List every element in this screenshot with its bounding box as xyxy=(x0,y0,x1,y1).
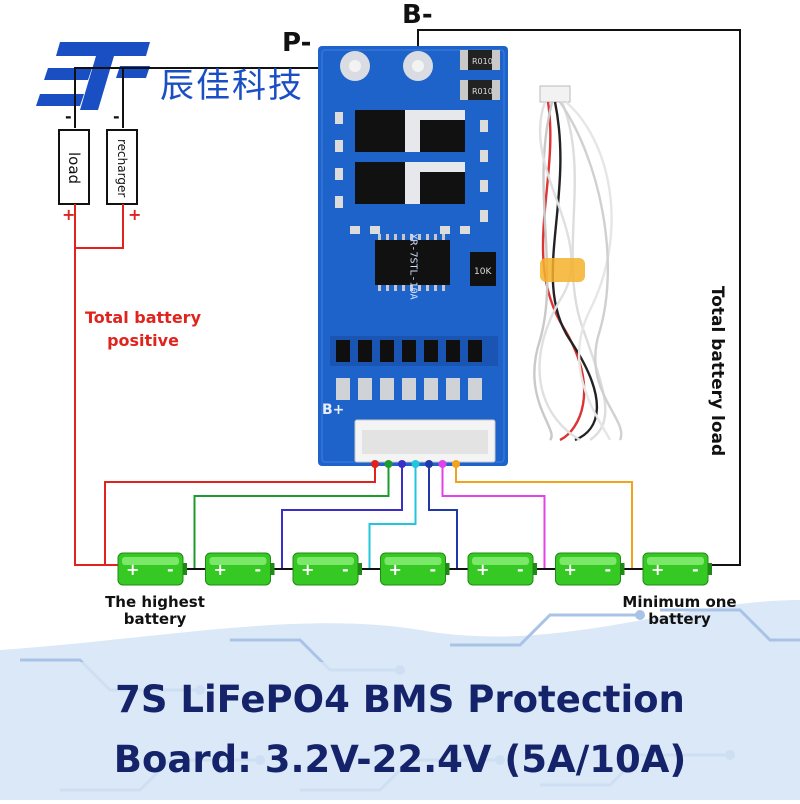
circuit-background xyxy=(0,600,800,800)
battery-highlight-3 xyxy=(297,557,354,565)
battery-highlight-6 xyxy=(559,557,617,565)
board-model-label: XR-7STL-10A xyxy=(407,233,419,300)
bms-pcb-board: R010 R010 xyxy=(318,46,508,466)
battery-terminal-5 xyxy=(533,563,537,575)
battery-plus-2: + xyxy=(214,560,227,579)
sense-pin-4 xyxy=(411,460,420,468)
sense-pin-1 xyxy=(371,460,379,468)
battery-minus-7: - xyxy=(692,560,699,579)
battery-minus-3: - xyxy=(342,560,349,579)
sense-wire-4 xyxy=(368,464,417,569)
battery-highlight-7 xyxy=(647,557,704,565)
battery-plus-3: + xyxy=(301,560,314,579)
battery-plus-5: + xyxy=(476,560,489,579)
b-minus-label: B- xyxy=(402,0,433,30)
minimum-battery-label: Minimum one battery xyxy=(622,593,737,628)
battery-terminal-7 xyxy=(708,563,712,575)
sense-wire-3 xyxy=(281,464,403,569)
battery-terminal-3 xyxy=(358,563,362,575)
battery-minus-1: - xyxy=(167,560,174,579)
company-name: 辰佳科技 xyxy=(160,66,304,106)
battery-plus-4: + xyxy=(389,560,402,579)
battery-terminal-4 xyxy=(445,563,450,575)
battery-minus-2: - xyxy=(255,560,262,579)
sense-pin-2 xyxy=(384,460,393,468)
recharger-box xyxy=(106,129,138,205)
load-minus-sign: - xyxy=(65,107,72,126)
b-plus-label: B+ xyxy=(322,402,344,418)
balance-components xyxy=(330,336,498,400)
battery-layer: + - + - + - + - + - + - + - xyxy=(117,460,712,586)
battery-highlight-2 xyxy=(209,557,267,565)
sense-pin-7 xyxy=(452,460,460,468)
battery-plus-1: + xyxy=(126,560,139,579)
recharger-label: recharger xyxy=(115,138,129,198)
recharger-minus-sign: - xyxy=(113,107,120,126)
positive-red-wires xyxy=(74,204,376,566)
sense-wire-5 xyxy=(428,464,458,569)
battery-terminal-6 xyxy=(620,563,625,575)
battery-terminal-2 xyxy=(270,563,275,575)
shunt-code-2: R010 xyxy=(472,87,493,96)
ic-resistor-label: 10K xyxy=(474,267,492,277)
shunt-code-1: R010 xyxy=(472,57,493,66)
small-components xyxy=(335,112,488,234)
load-box xyxy=(58,129,90,205)
total-battery-load-label: Total battery load xyxy=(707,285,727,457)
bms-ic-chip xyxy=(375,240,450,285)
p-minus-label: P- xyxy=(282,28,312,58)
mosfets xyxy=(355,110,465,204)
company-logo xyxy=(36,42,150,110)
sense-pin-3 xyxy=(398,460,406,468)
battery-highlight-5 xyxy=(472,557,529,565)
total-battery-positive-label: Total battery positive xyxy=(85,308,201,350)
sense-pin-6 xyxy=(438,460,447,468)
recharger-plus-sign: + xyxy=(128,205,141,224)
battery-minus-6: - xyxy=(605,560,612,579)
sense-wire-2 xyxy=(193,464,390,569)
battery-plus-7: + xyxy=(651,560,664,579)
battery-minus-5: - xyxy=(517,560,524,579)
battery-minus-4: - xyxy=(430,560,437,579)
product-headline: 7S LiFePO4 BMS Protection Board: 3.2V-22… xyxy=(0,670,800,790)
headline-line-1: 7S LiFePO4 BMS Protection xyxy=(115,678,685,721)
load-label: load xyxy=(65,151,83,185)
battery-plus-6: + xyxy=(564,560,577,579)
top-wiring xyxy=(74,29,741,566)
highest-battery-label: The highest battery xyxy=(105,593,205,628)
shunt-resistors: R010 R010 xyxy=(460,50,500,100)
sense-wire-7 xyxy=(455,464,633,569)
battery-highlight-1 xyxy=(122,557,179,565)
balance-wire-harness xyxy=(533,85,623,442)
headline-line-2: Board: 3.2V-22.4V (5A/10A) xyxy=(113,738,687,781)
load-plus-sign: + xyxy=(62,205,75,224)
battery-highlight-4 xyxy=(384,557,442,565)
battery-terminal-1 xyxy=(183,563,187,575)
sense-wire-6 xyxy=(441,464,546,569)
sense-pin-5 xyxy=(425,460,433,468)
